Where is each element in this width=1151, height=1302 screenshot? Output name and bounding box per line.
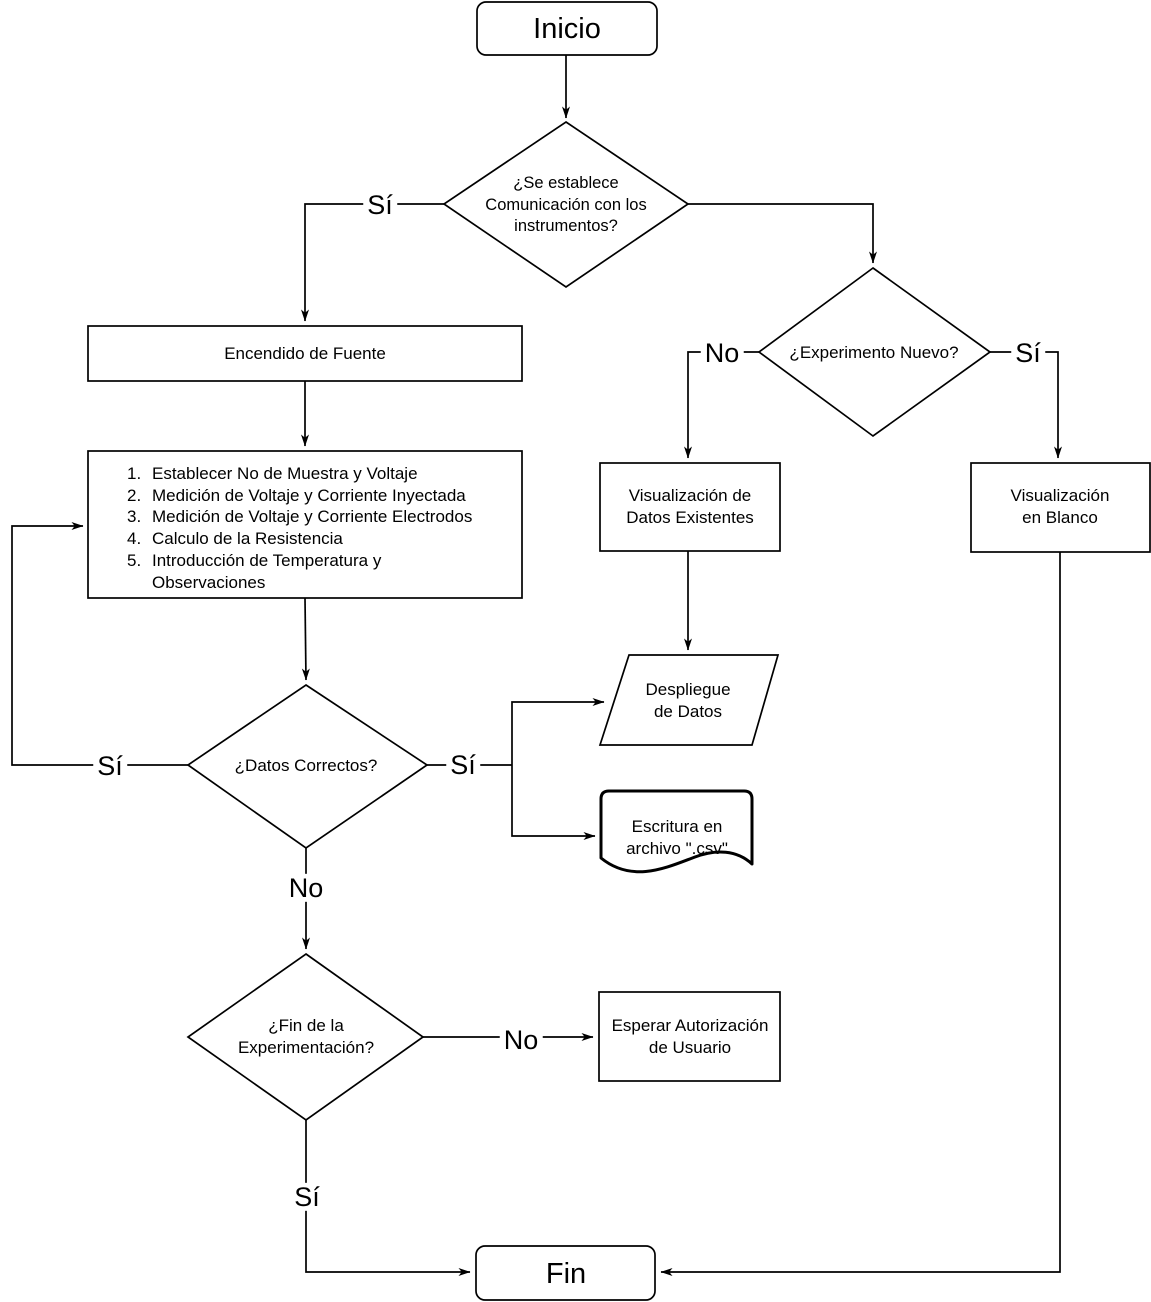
pasos-row: 5. Introducción de Temperatura y bbox=[127, 550, 382, 570]
node-decision-comunicacion-label: ¿Se establece Comunicación con los instr… bbox=[485, 173, 647, 235]
node-decision-fin-label: ¿Fin de la Experimentación? bbox=[237, 1016, 375, 1057]
node-decision-comunicacion-shape bbox=[442, 120, 690, 289]
edge-datos-escritura bbox=[511, 765, 596, 840]
edge-label-no-datos: No bbox=[284, 873, 328, 902]
edge-label-si-experimento: Sí bbox=[1011, 338, 1045, 367]
node-viz-datos-shape bbox=[599, 462, 781, 552]
node-esperar-shape bbox=[598, 991, 781, 1082]
node-esperar-label: Esperar Autorización de Usuario bbox=[611, 1016, 769, 1057]
node-escritura-shape bbox=[599, 789, 754, 874]
node-despliegue-shape bbox=[598, 654, 780, 746]
node-encendido-shape bbox=[87, 325, 523, 382]
node-despliegue-label: Despliegue de Datos bbox=[645, 680, 731, 721]
node-viz-blanco-shape bbox=[970, 462, 1151, 553]
edge-label-no-fin: No bbox=[499, 1025, 543, 1054]
edge-pasos-datos bbox=[301, 597, 310, 681]
node-viz-datos-label: Visualización de Datos Existentes bbox=[626, 486, 754, 527]
node-inicio-shape bbox=[476, 1, 658, 56]
pasos-row: 2. Medición de Voltaje y Corriente Inyec… bbox=[127, 485, 466, 505]
node-encendido-label: Encendido de Fuente bbox=[224, 344, 386, 363]
node-decision-experimento-shape bbox=[757, 266, 992, 438]
edge-label-si-datos-loop: Sí bbox=[93, 751, 127, 780]
pasos-row: Observaciones bbox=[152, 572, 266, 592]
pasos-row: 3. Medición de Voltaje y Corriente Elect… bbox=[127, 507, 473, 527]
node-fin-shape bbox=[475, 1245, 656, 1301]
edge-label-no-experimento: No bbox=[700, 338, 744, 367]
node-decision-datos-label: ¿Datos Correctos? bbox=[234, 756, 378, 775]
edge-label-si-datos: Sí bbox=[446, 750, 480, 779]
node-fin-label: Fin bbox=[545, 1258, 587, 1290]
edge-label-si-fin: Sí bbox=[290, 1182, 324, 1211]
pasos-row: 4. Calculo de la Resistencia bbox=[127, 529, 343, 549]
edge-comunicacion-experimento bbox=[688, 203, 877, 264]
edge-experimento-vizdatos bbox=[684, 351, 759, 459]
edge-vizblanco-fin bbox=[660, 552, 1061, 1276]
edge-comunicacion-encendido bbox=[301, 203, 444, 322]
edge-experimento-vizblanco bbox=[990, 351, 1062, 459]
edge-finexp-fin bbox=[305, 1120, 471, 1276]
pasos-row: 1. Establecer No de Muestra y Voltaje bbox=[127, 464, 418, 483]
node-escritura-label: Escritura en archivo ".csv" bbox=[626, 817, 728, 858]
node-pasos-list: 1. Establecer No de Muestra y Voltaje 2.… bbox=[127, 463, 472, 593]
node-inicio-label: Inicio bbox=[533, 13, 601, 45]
node-decision-experimento-label: ¿Experimento Nuevo? bbox=[789, 343, 959, 362]
edge-datos-despliegue bbox=[511, 698, 605, 765]
edge-label-si-comunicacion: Sí bbox=[363, 190, 397, 219]
node-viz-blanco-label: Visualización en Blanco bbox=[1010, 486, 1110, 527]
